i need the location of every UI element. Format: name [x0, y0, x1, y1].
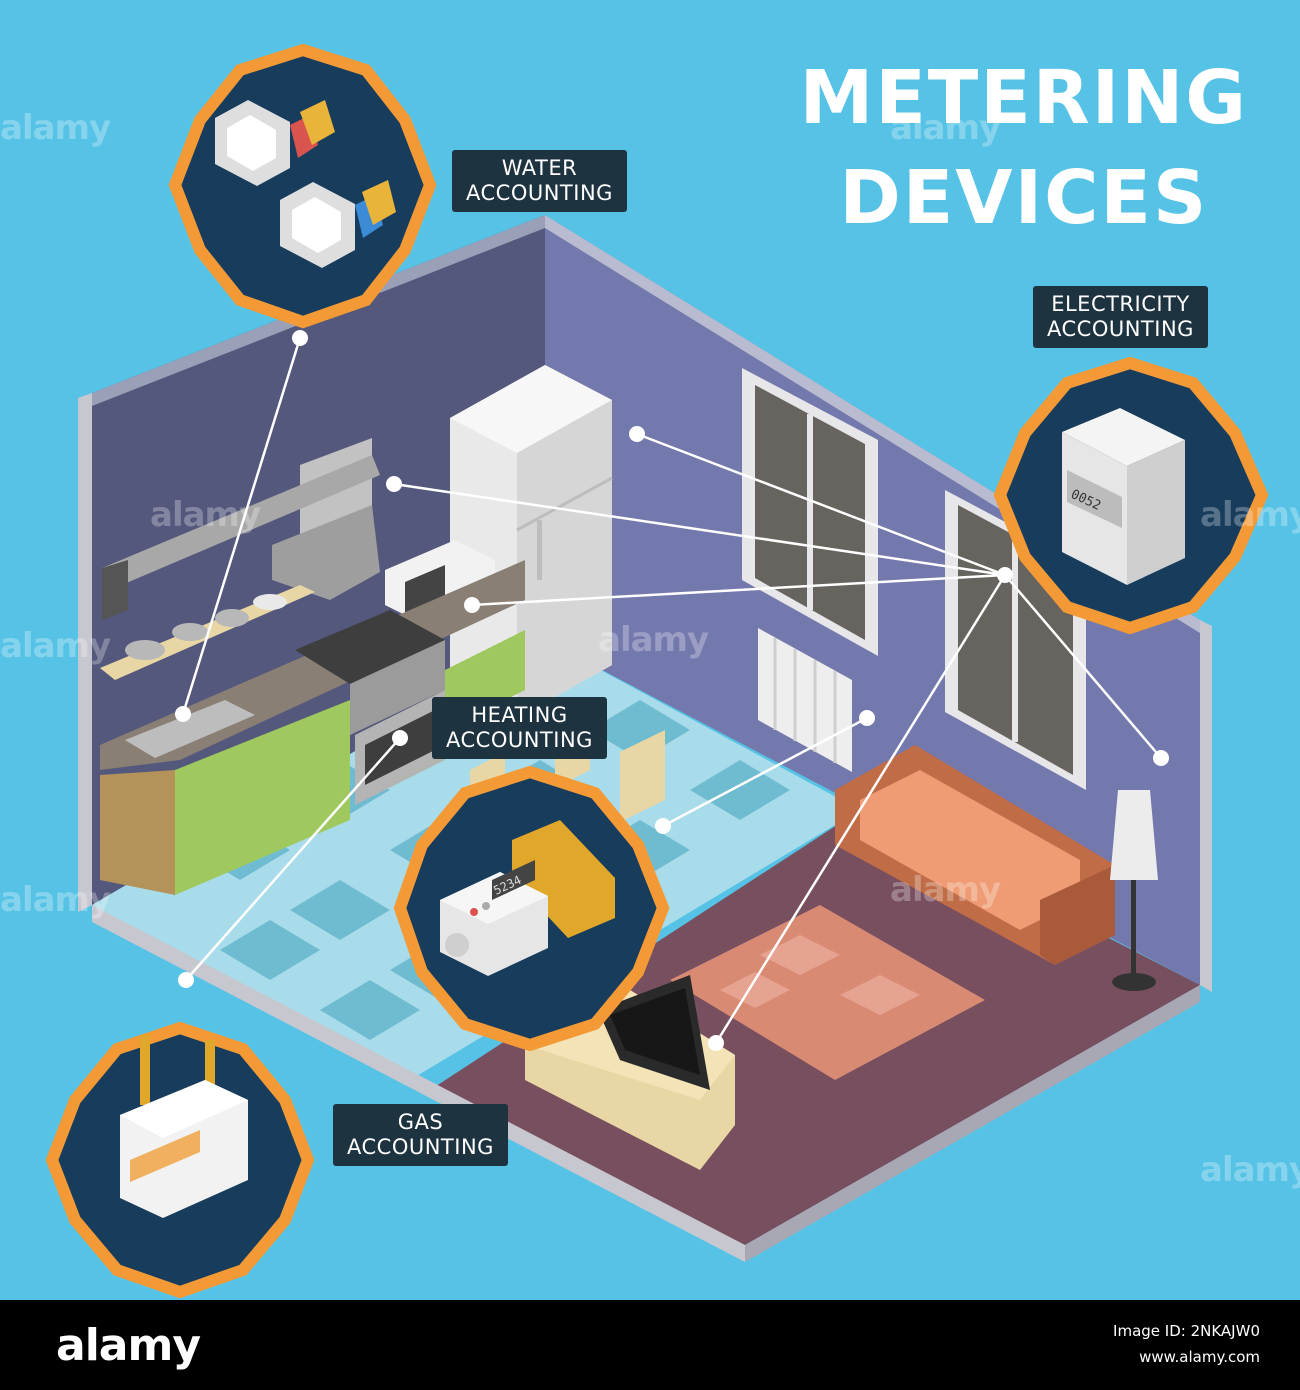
pots — [125, 594, 287, 660]
back-wall-side-face — [1200, 620, 1212, 992]
water-label-line-1: WATER — [501, 156, 578, 180]
gas-accounting-label: GAS ACCOUNTING — [333, 1104, 508, 1166]
isometric-room-illustration: 0052 5234 — [45, 43, 1269, 1299]
gas-label-line-2: ACCOUNTING — [347, 1135, 494, 1159]
stove — [295, 610, 445, 805]
heating-meter-icon: 5234 — [440, 820, 615, 976]
watermark: alamy — [0, 108, 111, 148]
heating-label-line-2: ACCOUNTING — [446, 728, 593, 752]
watermark: alamy — [0, 880, 111, 920]
heating-accounting-label: HEATING ACCOUNTING — [432, 697, 607, 759]
footer-site-url: www.alamy.com — [1139, 1348, 1260, 1366]
electricity-accounting-label: ELECTRICITY ACCOUNTING — [1033, 286, 1208, 348]
watermark: alamy — [890, 108, 1001, 148]
water-label-line-2: ACCOUNTING — [466, 181, 613, 205]
watermark: alamy — [1200, 495, 1300, 535]
water-accounting-label: WATER ACCOUNTING — [452, 150, 627, 212]
title-line-1: METERING — [799, 55, 1248, 141]
electricity-label-line-2: ACCOUNTING — [1047, 317, 1194, 341]
watermark: alamy — [890, 870, 1001, 910]
sink — [125, 700, 255, 758]
footer-image-id: Image ID: 2NKAJW0 — [1113, 1322, 1260, 1340]
title-line-2: DEVICES — [839, 155, 1209, 241]
radiator — [758, 628, 852, 772]
water-meter-icon — [215, 100, 396, 268]
floor-base-right — [745, 985, 1200, 1262]
watermark: alamy — [1200, 1150, 1300, 1190]
cabinet-side — [100, 770, 175, 895]
range-hood — [102, 438, 380, 620]
refrigerator — [450, 365, 613, 718]
stock-footer-bar: alamy Image ID: 2NKAJW0 www.alamy.com — [0, 1300, 1300, 1390]
heating-meter-badge: 5234 — [393, 765, 670, 1052]
footer-brand-logo: alamy — [56, 1320, 201, 1371]
left-wall-side-face — [78, 393, 92, 912]
sofa — [835, 745, 1115, 965]
gas-meter-badge — [45, 1021, 315, 1299]
floor-lamp — [1110, 790, 1158, 991]
connector-lines — [181, 337, 1162, 1044]
metering-devices-infographic: 0052 5234 METERING DEVICES WATER ACC — [0, 0, 1300, 1300]
rug-pattern — [720, 935, 920, 1015]
water-meter-badge — [168, 43, 437, 329]
connector-dots — [175, 330, 1169, 1051]
page-title: METERING DEVICES — [800, 48, 1248, 248]
electricity-meter-badge: 0052 — [993, 356, 1269, 635]
watermark: alamy — [0, 626, 111, 666]
watermark: alamy — [150, 495, 261, 535]
gas-meter-icon — [120, 1035, 248, 1218]
electricity-label-line-1: ELECTRICITY — [1051, 292, 1190, 316]
watermark: alamy — [598, 620, 709, 660]
electricity-meter-icon: 0052 — [1062, 408, 1185, 585]
rug — [670, 905, 985, 1080]
gas-label-line-1: GAS — [397, 1110, 444, 1134]
heating-label-line-1: HEATING — [471, 703, 568, 727]
television — [598, 975, 710, 1090]
floor-base-front — [92, 905, 745, 1262]
